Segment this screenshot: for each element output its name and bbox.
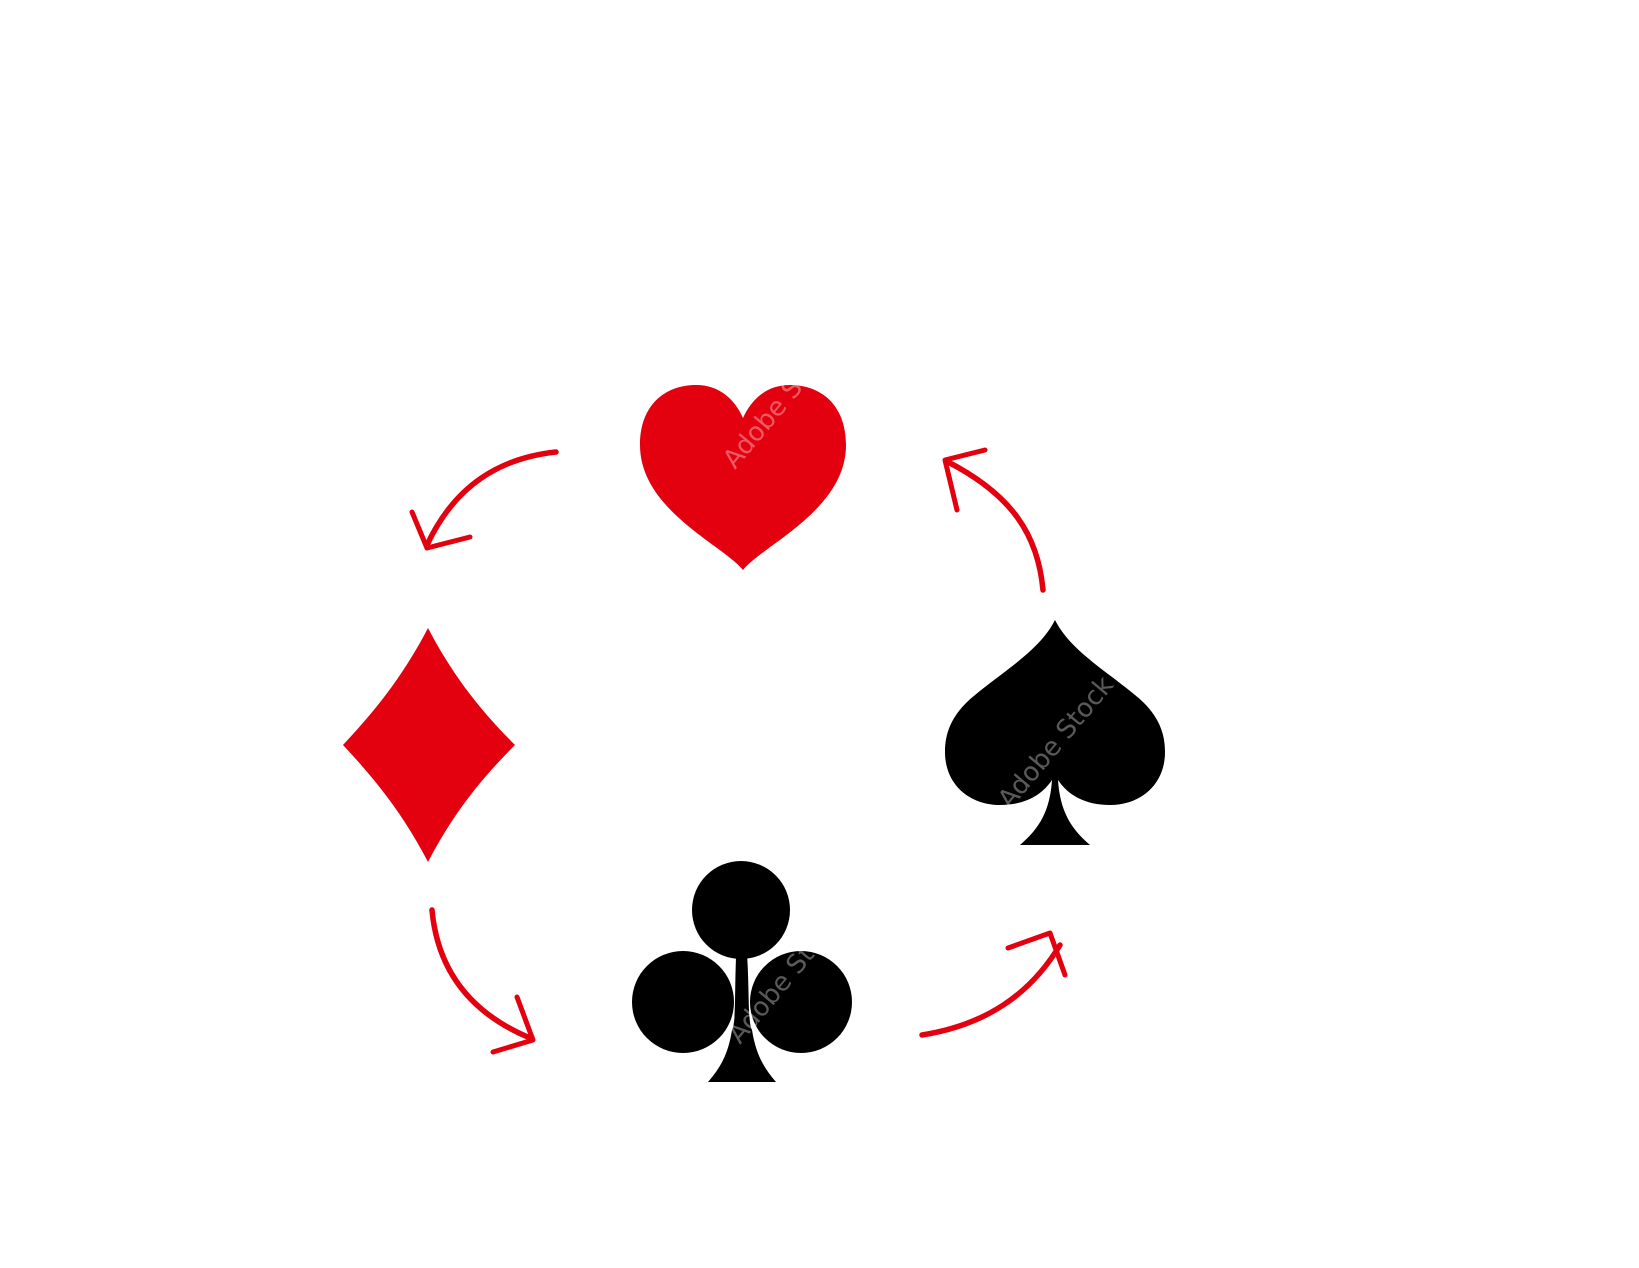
arrow-diamond-to-club [429, 907, 536, 1055]
spade-icon: Adobe Stock [945, 620, 1165, 845]
arrow-spade-to-heart [942, 447, 1046, 593]
diamond-icon [343, 628, 515, 862]
heart-icon: Adobe Stock [640, 331, 846, 570]
arrow-club-to-spade [919, 930, 1068, 1038]
arrow-heart-to-diamond [409, 449, 559, 551]
club-icon: Adobe Stock [632, 861, 852, 1082]
